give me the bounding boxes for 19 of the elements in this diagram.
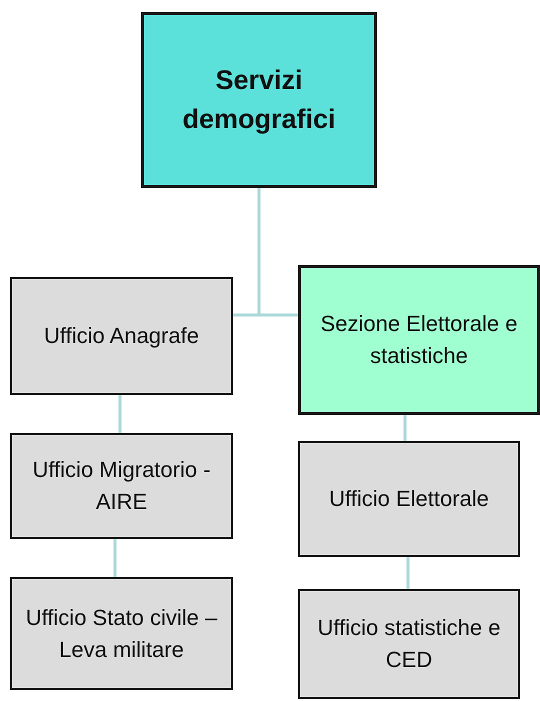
connector-line bbox=[404, 415, 406, 441]
unit-name: Ufficio Anagrafe bbox=[44, 322, 199, 350]
unit-name: Ufficio Elettorale bbox=[329, 485, 489, 514]
connector-line bbox=[118, 395, 122, 433]
org-unit-box bbox=[298, 441, 520, 557]
org-unit-box bbox=[10, 277, 233, 395]
unit-name: Servizi demografici bbox=[181, 64, 337, 136]
org-unit-box bbox=[298, 265, 540, 415]
connector-line bbox=[114, 539, 116, 577]
org-unit-box bbox=[298, 589, 520, 699]
unit-name: Ufficio Migratorio - AIRE bbox=[31, 456, 212, 516]
unit-name: Ufficio statistiche e CED bbox=[316, 614, 502, 674]
connector-line bbox=[406, 557, 410, 589]
org-unit-box bbox=[10, 433, 233, 539]
unit-name: Sezione Elettorale e statistiche bbox=[320, 310, 518, 370]
unit-name: Ufficio Stato civile – Leva militare bbox=[24, 604, 218, 664]
org-unit-box bbox=[141, 12, 377, 188]
org-unit-box bbox=[10, 577, 233, 690]
connector-line bbox=[258, 188, 298, 316]
